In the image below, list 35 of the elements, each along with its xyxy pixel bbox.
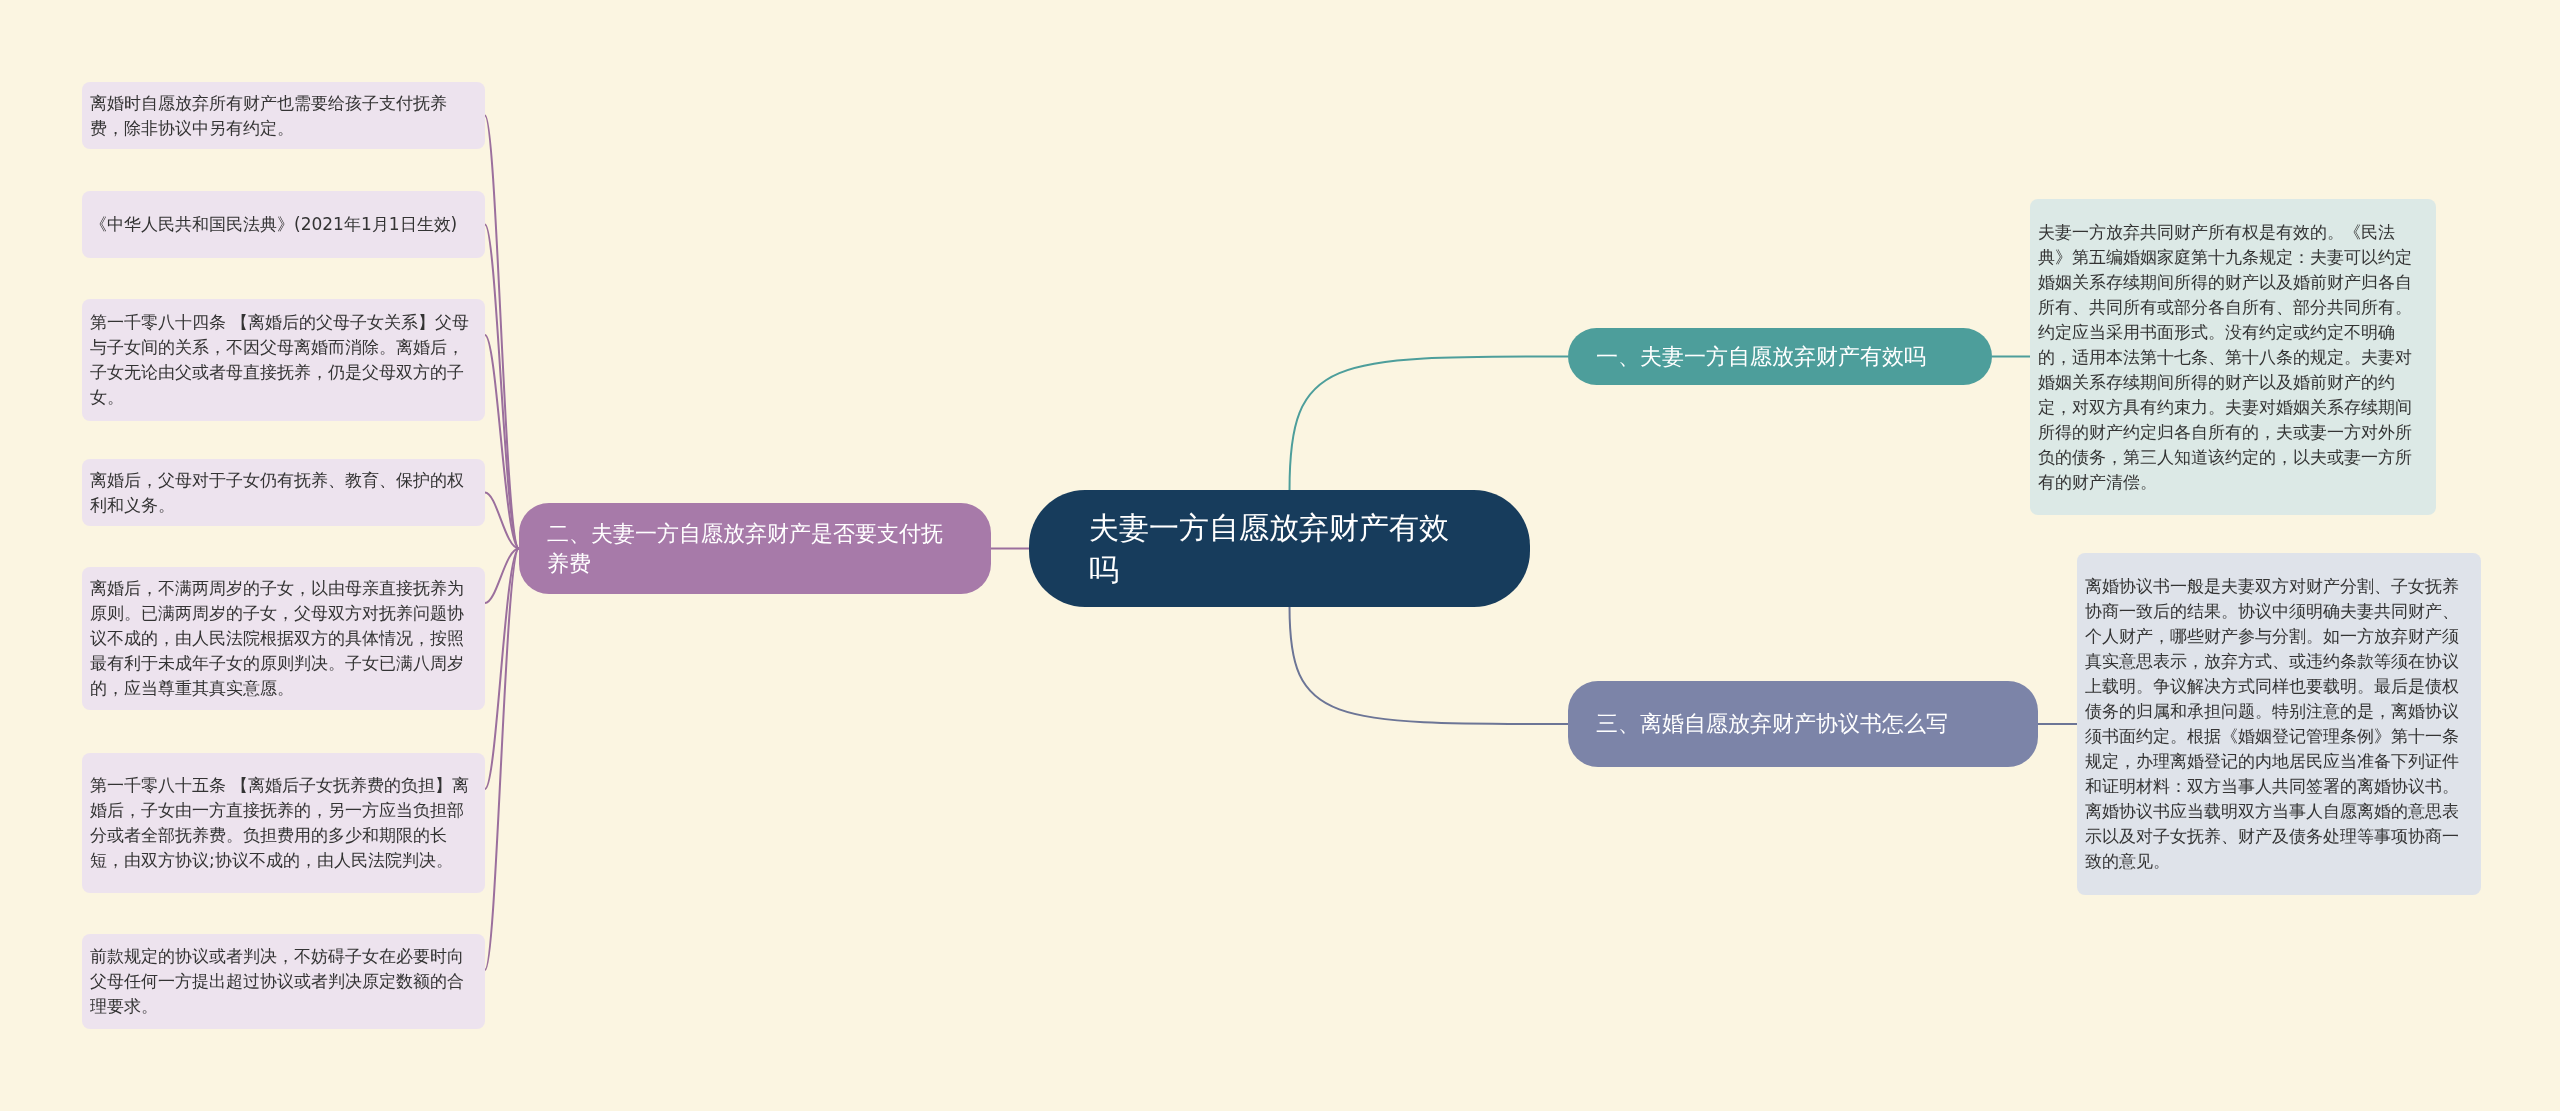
connector: [1288, 606, 1569, 725]
note-text: 离婚协议书一般是夫妻双方对财产分割、子女抚养协商一致后的结果。协议中须明确夫妻共同财产、个人财产，哪些财产参与分割。如一方放弃财产须真实意思表示，放弃方式、或违约条款等须在协议上载明。争议解决方式同样也要载明。最后是债权债务的归属和承担问题。特别注意的是，离婚协议须书面约定。根据《婚姻登记管理条例》第十一条规定，办理离婚登记的内地居民应当准备下列证件和证明材料：双方当事人共同签署的离婚协议书。离婚协议书应当载明双方当事人自愿离婚的意思表示以及对子女抚养、财产及债务处理等事项协商一致的意见。: [2085, 575, 2460, 873]
note-text: 《中华人民共和国民法典》(2021年1月1日生效): [90, 213, 458, 236]
connector: [484, 547, 520, 790]
connector: [1991, 355, 2031, 358]
note-box: [2030, 199, 2436, 515]
note-box: [82, 753, 485, 893]
note-box: [82, 459, 485, 526]
topic-box: [1568, 681, 2038, 767]
topic-box: [1568, 328, 1992, 385]
note-box: [82, 82, 485, 149]
connector: [2037, 723, 2078, 725]
connector: [1288, 355, 1569, 491]
connector: [484, 334, 520, 550]
topic-text: 二、夫妻一方自愿放弃财产是否要支付抚养费: [547, 519, 944, 578]
note-box: [82, 934, 485, 1029]
note-box: [2077, 553, 2481, 895]
connector: [484, 491, 520, 550]
note-text: 第一千零八十五条 【离婚后子女抚养费的负担】离婚后，子女由一方直接抚养的，另一方应当负担部分或者全部抚养费。负担费用的多少和期限的长短，由双方协议;协议不成的，由人民法院判决。: [90, 774, 471, 872]
connector: [484, 547, 520, 604]
note-box: [82, 567, 485, 710]
note-text: 离婚后，父母对于子女仍有抚养、教育、保护的权利和义务。: [90, 468, 465, 517]
connector: [990, 547, 1030, 550]
topic-text: 一、夫妻一方自愿放弃财产有效吗: [1596, 342, 1926, 371]
note-text: 前款规定的协议或者判决，不妨碍子女在必要时向父母任何一方提出超过协议或者判决原定数额的合理要求。: [90, 945, 465, 1018]
note-box: [82, 191, 485, 258]
note-text: 离婚后，不满两周岁的子女，以由母亲直接抚养为原则。已满两周岁的子女，父母双方对抚养问题协议不成的，由人民法院根据双方的具体情况，按照最有利于未成年子女的原则判决。子女已满八周岁的，应当尊重其真实意愿。: [90, 577, 465, 700]
note-text: 第一千零八十四条 【离婚后的父母子女关系】父母与子女间的关系，不因父母离婚而消除。离婚后，子女无论由父或者母直接抚养，仍是父母双方的子女。: [90, 311, 471, 409]
note-box: [82, 299, 485, 421]
topic-text: 三、离婚自愿放弃财产协议书怎么写: [1596, 710, 1948, 738]
note-text: 夫妻一方放弃共同财产所有权是有效的。《民法典》第五编婚姻家庭第十九条规定：夫妻可以约定婚姻关系存续期间所得的财产以及婚前财产归各自所有、共同所有或部分各自所有、部分共同所有。约定应当采用书面形式。没有约定或约定不明确的，适用本法第十七条、第十八条的规定。夫妻对婚姻关系存续期间所得的财产以及婚前财产的约定，对双方具有约束力。夫妻对婚姻关系存续期间所得的财产约定归各自所有的，夫或妻一方对外所负的债务，第三人知道该约定的，以夫或妻一方所有的财产清偿。: [2038, 220, 2413, 494]
note-text: 离婚时自愿放弃所有财产也需要给孩子支付抚养费，除非协议中另有约定。: [90, 91, 448, 140]
topic-box: [519, 503, 991, 594]
connector: [484, 547, 520, 971]
topic-text: 夫妻一方自愿放弃财产有效吗: [1089, 508, 1450, 589]
